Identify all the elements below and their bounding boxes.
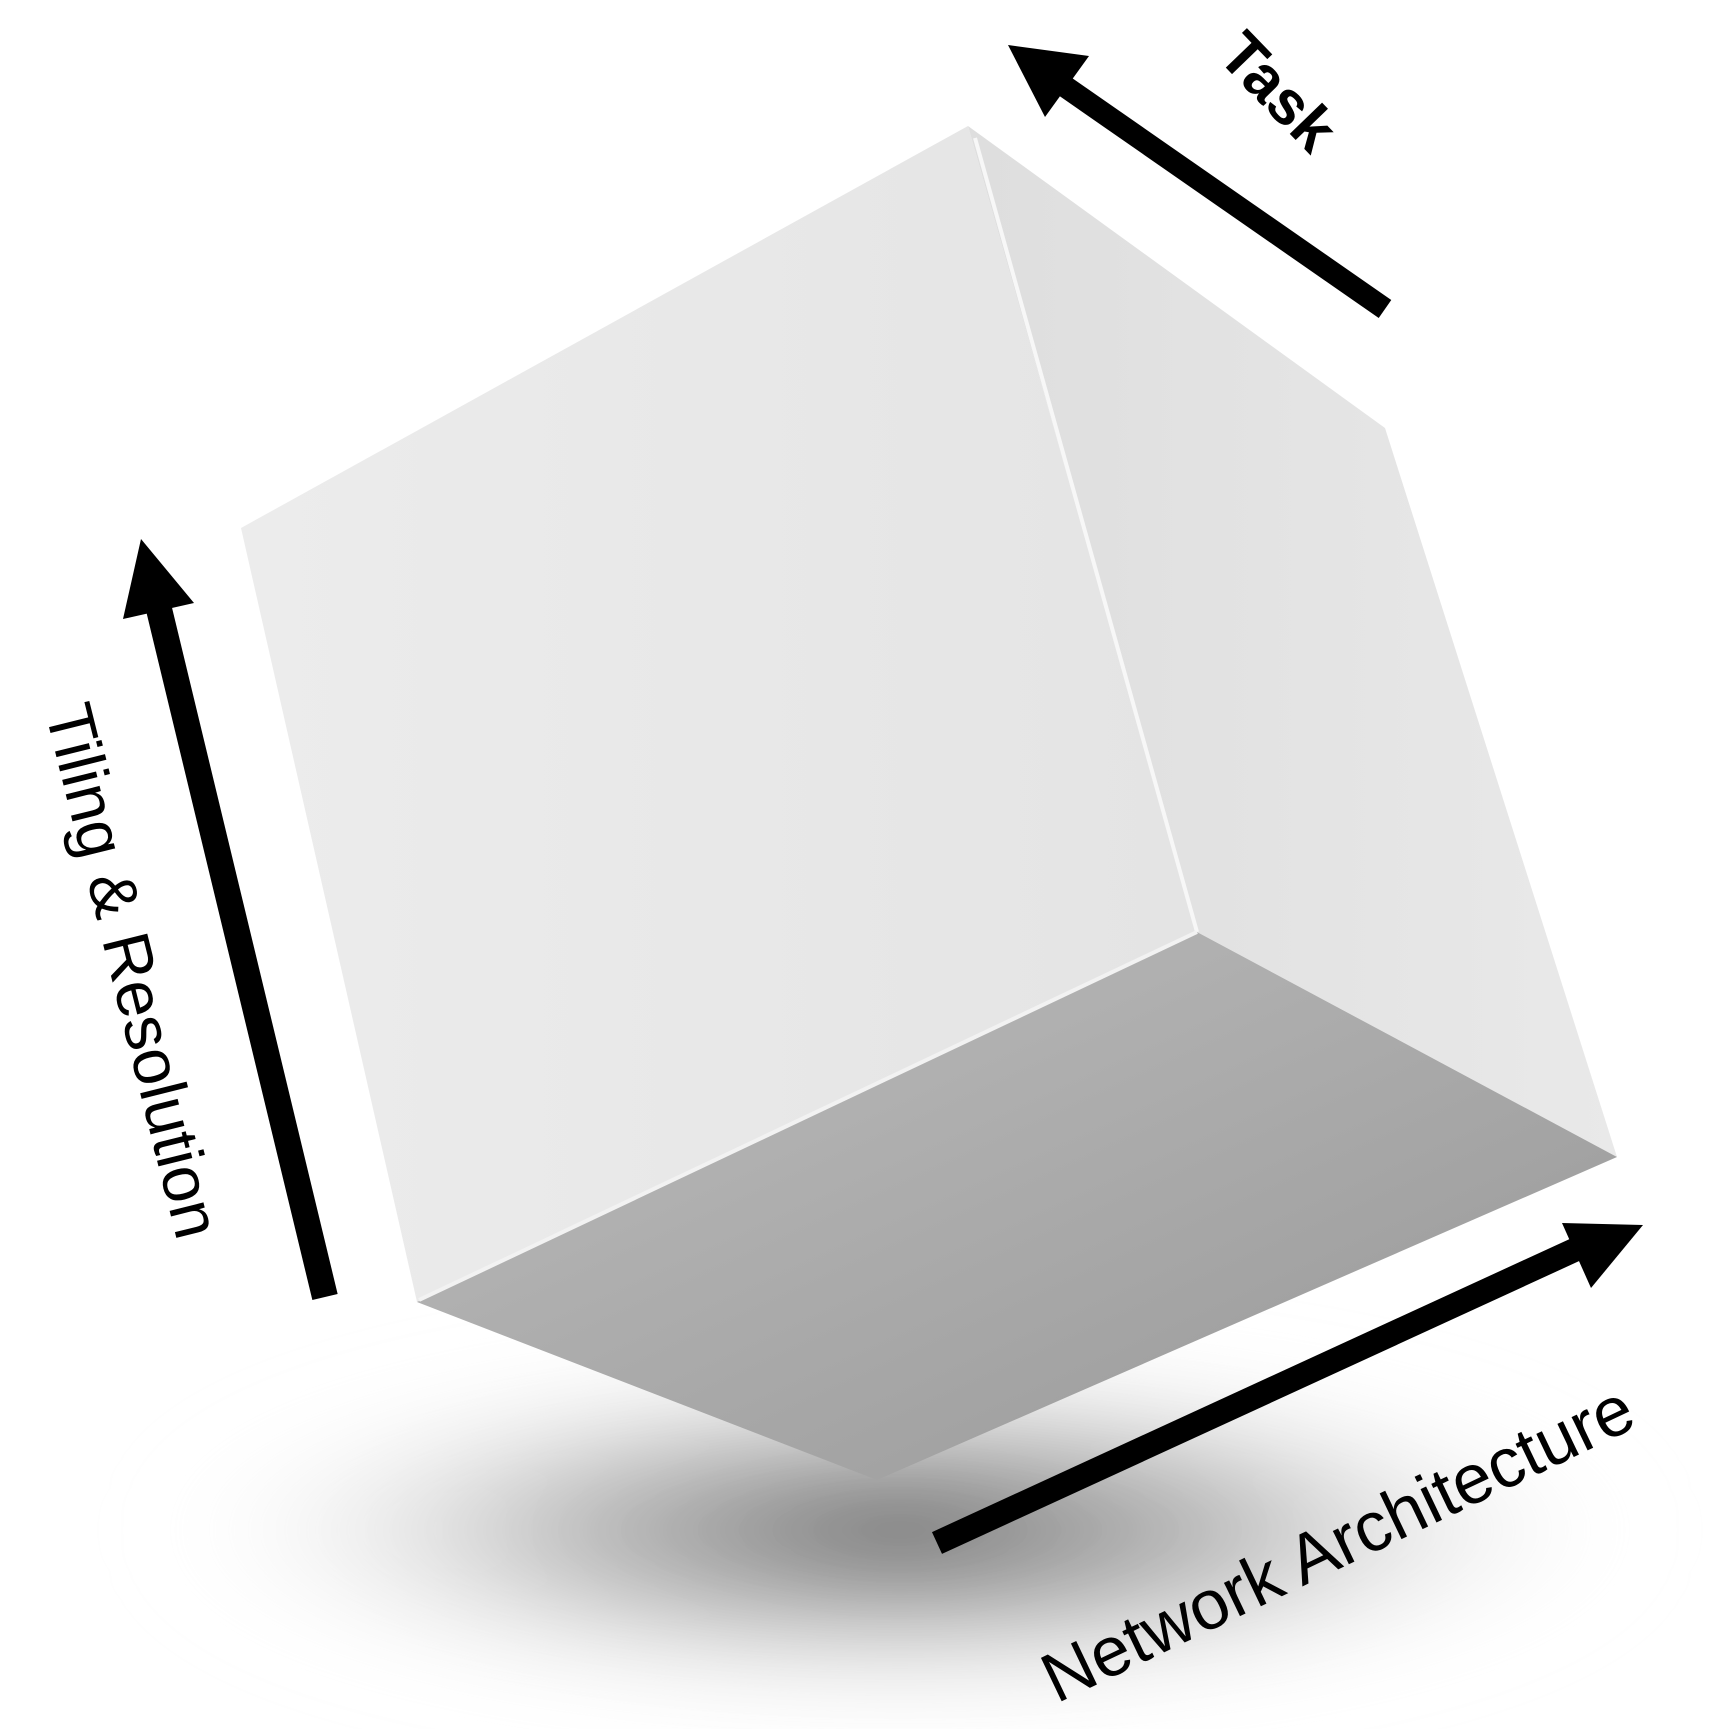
task-arrow-head [1008, 45, 1089, 117]
tiling-arrow-head [123, 539, 194, 619]
cube-shadow [140, 1340, 1660, 1720]
cube-bottom-face [417, 932, 1617, 1480]
network-arrow-shaft [931, 1236, 1587, 1554]
cube-edge-highlight [418, 930, 1198, 1302]
tiling-resolution-axis-arrow [123, 539, 338, 1301]
task-label: Task [1206, 19, 1351, 166]
cube [241, 126, 1617, 1480]
network-architecture-axis-arrow [931, 1223, 1643, 1554]
cube-edge-highlight [973, 137, 1199, 933]
tiling-arrow-shaft [145, 601, 338, 1301]
task-arrow-shaft [1053, 73, 1392, 319]
cube-left-face [241, 126, 1197, 1302]
network-arrow-head [1562, 1223, 1643, 1288]
cube-right-face [968, 126, 1617, 1157]
task-axis-arrow [1008, 45, 1392, 319]
